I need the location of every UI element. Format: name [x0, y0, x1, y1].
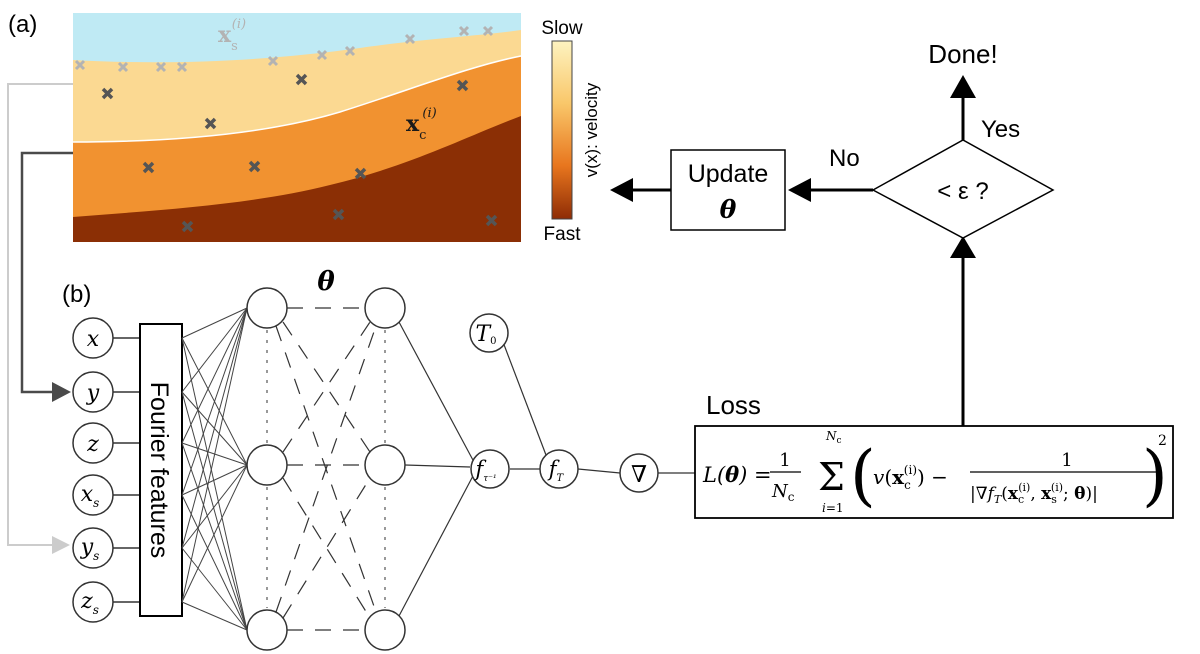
node-t0: T0 [469, 313, 509, 353]
svg-text:L(θ) =: L(θ) = [702, 462, 772, 487]
hidden-node [364, 609, 406, 651]
svg-text:v(xc(i)) −: v(xc(i)) − [873, 463, 948, 492]
hidden-node [246, 444, 288, 486]
hidden-node [246, 287, 288, 329]
input-node-zs: zs [72, 581, 114, 623]
input-node-xs: xs [72, 474, 114, 516]
collocation-marker [332, 208, 345, 221]
loss-to-decision-arrowhead [950, 236, 976, 258]
svg-text:ys: ys [80, 535, 100, 563]
svg-text:Σ: Σ [818, 455, 845, 499]
fourier-features-label: Fourier features [145, 382, 173, 558]
node-gradient: ∇ [619, 453, 659, 493]
velocity-colorbar: Slow Fast v(x): velocity [541, 18, 601, 245]
update-theta: θ [720, 195, 737, 224]
svg-text:x: x [87, 327, 100, 352]
fourier-to-hidden-connections [181, 307, 248, 631]
source-marker [176, 61, 188, 73]
input-connectors [113, 337, 140, 603]
velocity-model: xs(i) xc(i) [72, 13, 522, 242]
collocation-marker [181, 220, 194, 233]
colorbar-fast-label: Fast [544, 224, 582, 245]
collocation-marker [248, 160, 261, 173]
convergence-check: < ε ? [871, 139, 1055, 239]
svg-text:2: 2 [1158, 433, 1167, 449]
hidden-node [364, 287, 406, 329]
collocation-feed-line [20, 151, 73, 394]
svg-text:fτ⁻¹: fτ⁻¹ [473, 457, 496, 484]
hidden-dashed-connections [275, 307, 377, 631]
svg-text:z: z [86, 432, 99, 457]
no-label: No [829, 145, 860, 172]
update-box: Update θ [670, 149, 786, 231]
source-marker [404, 33, 416, 45]
colorbar-slow-label: Slow [541, 18, 582, 39]
svg-text:zs: zs [80, 589, 99, 617]
collocation-marker [204, 117, 217, 130]
fourier-features-box: Fourier features [139, 323, 183, 617]
svg-text:fT: fT [547, 457, 565, 484]
svg-text:|∇fT(xc(i), xs(i); θ)|: |∇fT(xc(i), xs(i); θ)| [970, 481, 1098, 506]
svg-text:1: 1 [1061, 450, 1072, 471]
node-f-tau-inverse: fτ⁻¹ [470, 449, 510, 489]
collocation-points-label: xc(i) [406, 106, 437, 143]
collocation-marker [142, 161, 155, 174]
source-marker [316, 49, 328, 61]
input-node-z: z [72, 422, 114, 464]
svg-text:T0: T0 [475, 322, 496, 347]
svg-text:y: y [86, 381, 100, 406]
panel-label-b: (b) [62, 281, 91, 308]
source-points-label: xs(i) [218, 17, 246, 54]
colorbar-axis-label: v(x): velocity [582, 82, 601, 177]
input-node-y: y [72, 371, 114, 413]
hidden-nodes [246, 287, 406, 651]
panel-label-a: (a) [8, 11, 37, 38]
input-nodes: x y z xs ys zs [72, 317, 114, 623]
loss-formula-box: L(θ) = 1 Nc Nc Σ i=1 ( v(xc(i)) − 1 |∇fT… [694, 425, 1174, 519]
source-feed-arrowhead [52, 536, 70, 554]
svg-text:1: 1 [779, 450, 790, 471]
source-marker [344, 45, 356, 57]
interface-line [72, 55, 522, 143]
theta-label: θ [317, 267, 335, 297]
output-connections [398, 321, 695, 617]
input-node-x: x [72, 317, 114, 359]
collocation-marker [485, 214, 498, 227]
collocation-marker [456, 79, 469, 92]
source-marker [155, 61, 167, 73]
yes-label: Yes [981, 116, 1020, 143]
source-marker [458, 25, 470, 37]
loss-formula: L(θ) = 1 Nc Nc Σ i=1 ( v(xc(i)) − 1 |∇fT… [702, 429, 1168, 515]
hidden-node [364, 444, 406, 486]
source-feed-line [7, 83, 73, 546]
collocation-marker [101, 87, 114, 100]
no-arrowhead [788, 178, 811, 202]
loss-title: Loss [706, 390, 761, 420]
svg-text:(: ( [850, 437, 876, 514]
collocation-marker [295, 73, 308, 86]
update-arrowhead [610, 178, 633, 202]
collocation-marker [354, 167, 367, 180]
done-label: Done! [928, 39, 997, 69]
source-marker [117, 61, 129, 73]
source-marker [482, 25, 494, 37]
update-label: Update [688, 160, 769, 188]
source-marker [267, 55, 279, 67]
yes-arrowhead [950, 75, 976, 98]
convergence-check-label: < ε ? [937, 178, 988, 205]
svg-text:): ) [1142, 437, 1168, 514]
source-marker [74, 59, 86, 71]
input-node-ys: ys [72, 527, 114, 569]
svg-text:∇: ∇ [631, 462, 647, 488]
node-f-t: fT [539, 449, 579, 489]
hidden-dotted-columns [266, 330, 386, 608]
svg-text:i=1: i=1 [822, 501, 844, 515]
svg-text:xs: xs [81, 482, 100, 510]
hidden-node [246, 609, 288, 651]
collocation-feed-arrowhead [52, 382, 71, 402]
fast-layer [73, 116, 521, 242]
